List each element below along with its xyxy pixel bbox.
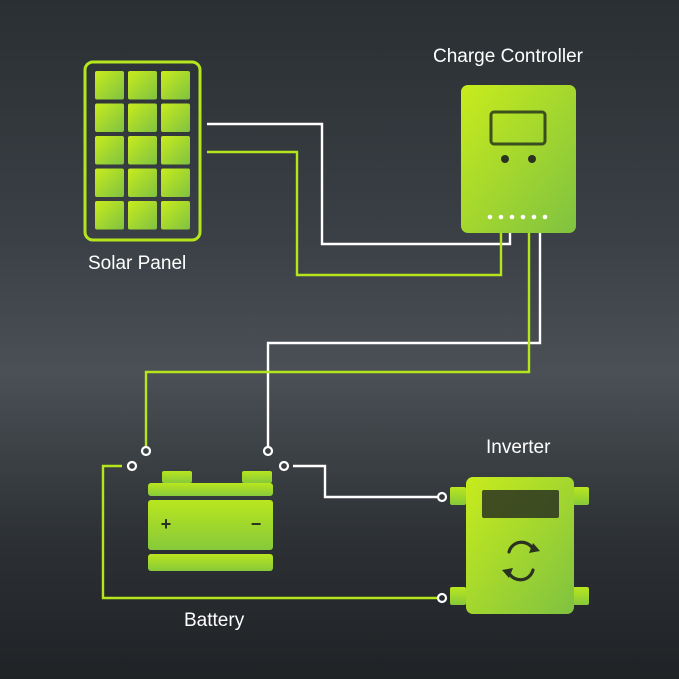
battery-positive-symbol: + bbox=[161, 514, 172, 534]
solar-cell bbox=[161, 201, 190, 230]
charge-controller-label: Charge Controller bbox=[433, 46, 583, 67]
solar-cell bbox=[161, 103, 190, 132]
ring-terminal-icon bbox=[436, 592, 448, 604]
wire-battery-inverter-white bbox=[293, 464, 437, 499]
inverter-label: Inverter bbox=[486, 437, 551, 458]
solar-cell bbox=[128, 71, 157, 100]
solar-cell bbox=[161, 71, 190, 100]
solar-cell bbox=[95, 136, 124, 165]
ring-terminal-icon bbox=[436, 491, 448, 503]
battery-negative-symbol: − bbox=[251, 514, 262, 534]
controller-led-dots bbox=[487, 214, 548, 220]
solar-cell bbox=[128, 168, 157, 197]
solar-cell bbox=[95, 201, 124, 230]
solar-panel-icon bbox=[83, 60, 202, 242]
charge-controller-icon bbox=[461, 85, 576, 233]
wiring bbox=[101, 122, 542, 600]
refresh-arrows-icon bbox=[502, 540, 540, 582]
solar-cell bbox=[95, 71, 124, 100]
solar-cell bbox=[128, 136, 157, 165]
solar-cell bbox=[128, 201, 157, 230]
terminals bbox=[126, 445, 448, 604]
battery-label: Battery bbox=[184, 610, 245, 631]
wire-controller-battery-white bbox=[266, 233, 542, 447]
solar-cell bbox=[95, 168, 124, 197]
solar-panel-label: Solar Panel bbox=[88, 253, 187, 274]
ring-terminal-icon bbox=[126, 445, 152, 472]
inverter-icon bbox=[450, 477, 589, 614]
wire-battery-inverter-green bbox=[101, 464, 437, 600]
wire-controller-battery-green bbox=[144, 233, 531, 447]
battery-icon: + − bbox=[148, 471, 273, 571]
wire-panel-controller-white bbox=[207, 122, 512, 246]
solar-cell bbox=[95, 103, 124, 132]
solar-cell bbox=[161, 136, 190, 165]
ring-terminal-icon bbox=[262, 445, 290, 472]
solar-cell bbox=[161, 168, 190, 197]
solar-cell bbox=[128, 103, 157, 132]
wire-panel-controller-green bbox=[207, 150, 503, 277]
